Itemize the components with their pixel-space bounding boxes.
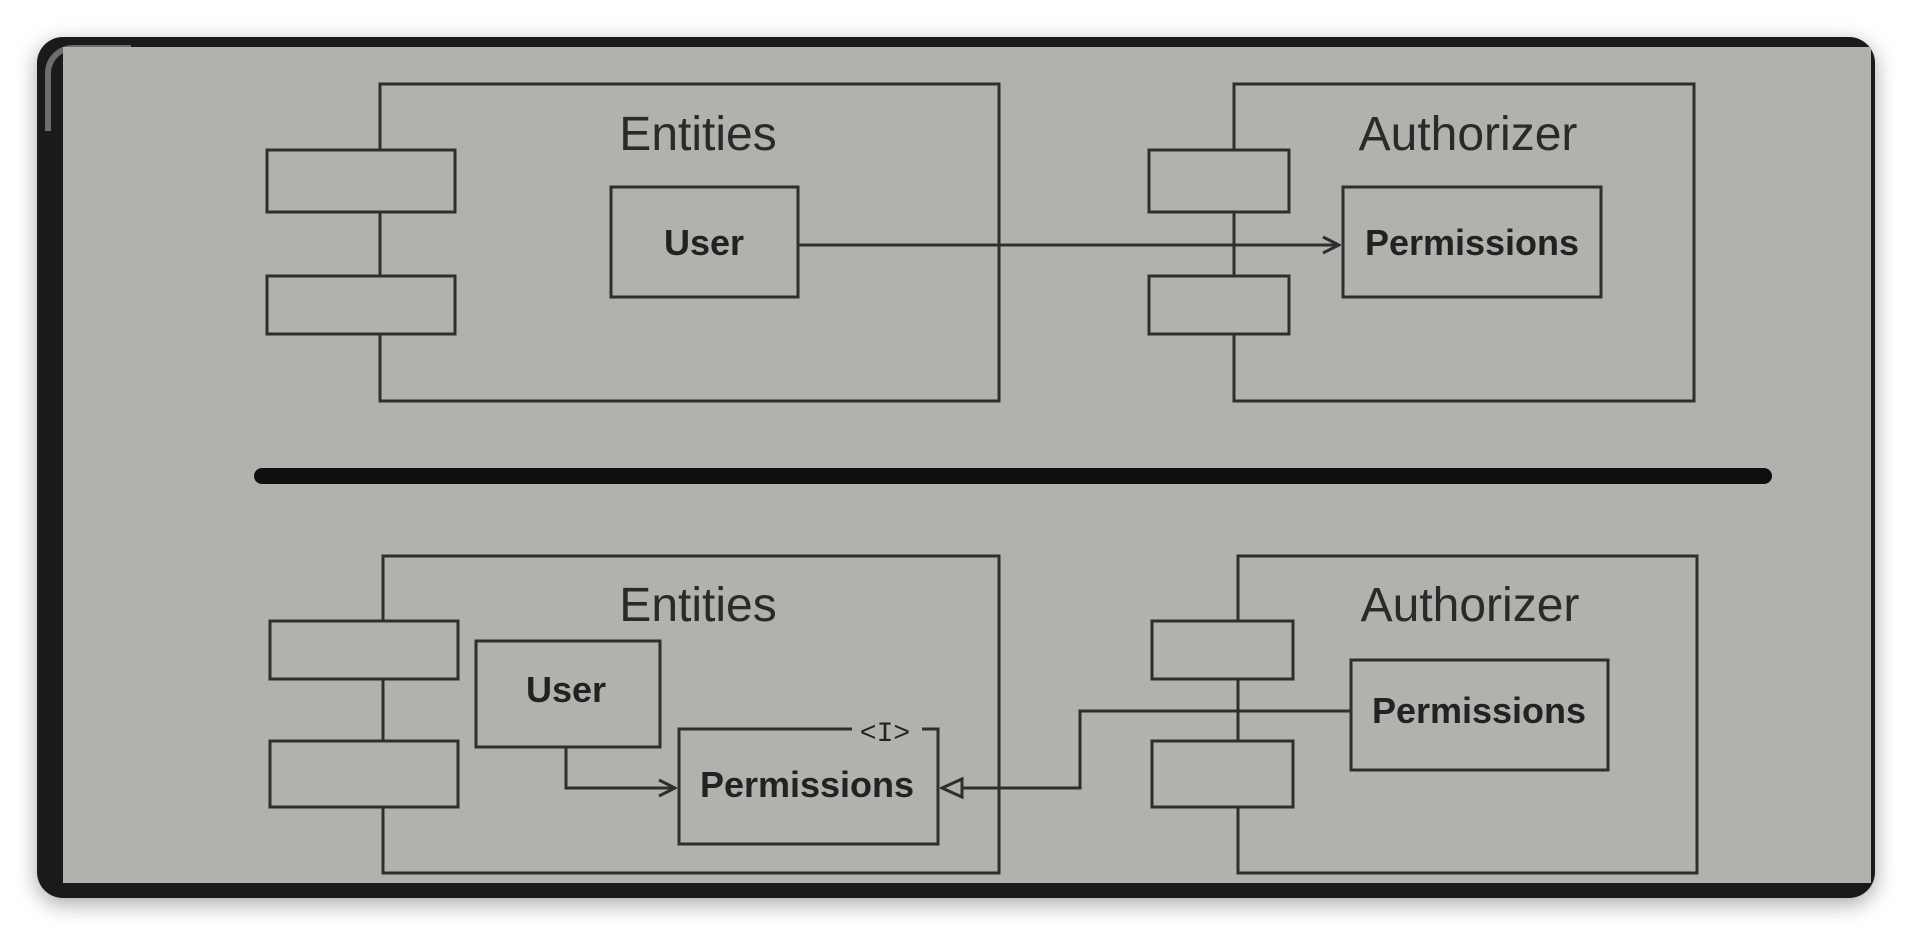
component-port-tab bbox=[268, 739, 460, 809]
realization-arrow bbox=[942, 709, 1351, 788]
authorizer-component-top: Authorizer Permissions bbox=[1147, 82, 1696, 403]
entities-component-box bbox=[378, 82, 1001, 403]
permissions-interface-box bbox=[677, 727, 940, 846]
permissions-impl-box bbox=[1349, 658, 1610, 772]
user-label: User bbox=[526, 669, 606, 710]
user-class-box bbox=[474, 639, 662, 749]
component-port-tab bbox=[1147, 274, 1291, 336]
component-port-tab bbox=[1150, 739, 1295, 809]
bottom-diagram: Entities User Permissions <I> Authorizer… bbox=[268, 554, 1699, 875]
authorizer-title: Authorizer bbox=[1361, 579, 1580, 632]
permissions-label: Permissions bbox=[1372, 690, 1586, 731]
authorizer-component-box bbox=[1236, 554, 1699, 875]
entities-component-box bbox=[381, 554, 1001, 875]
top-diagram: Entities User Authorizer Permissions bbox=[265, 82, 1696, 403]
component-port-tab bbox=[265, 148, 457, 214]
permissions-label: Permissions bbox=[1365, 222, 1579, 263]
authorizer-component-bottom: Authorizer Permissions bbox=[1150, 554, 1699, 875]
component-port-tab bbox=[1150, 619, 1295, 681]
component-port-tab bbox=[268, 619, 460, 681]
entities-component-bottom: Entities User Permissions <I> bbox=[268, 554, 1001, 875]
entities-title: Entities bbox=[619, 579, 776, 632]
interface-marker-bg bbox=[852, 717, 922, 743]
permissions-class-box bbox=[1341, 185, 1603, 299]
user-to-permissions-arrow bbox=[564, 747, 675, 788]
entities-title: Entities bbox=[619, 108, 776, 161]
permissions-label: Permissions bbox=[700, 764, 914, 805]
entities-component-top: Entities User bbox=[265, 82, 1001, 403]
authorizer-component-box bbox=[1232, 82, 1696, 403]
authorizer-title: Authorizer bbox=[1359, 108, 1578, 161]
user-class-box bbox=[609, 185, 800, 299]
interface-marker: <I> bbox=[860, 719, 910, 750]
component-port-tab bbox=[1147, 148, 1291, 214]
component-port-tab bbox=[265, 274, 457, 336]
user-label: User bbox=[664, 222, 744, 263]
